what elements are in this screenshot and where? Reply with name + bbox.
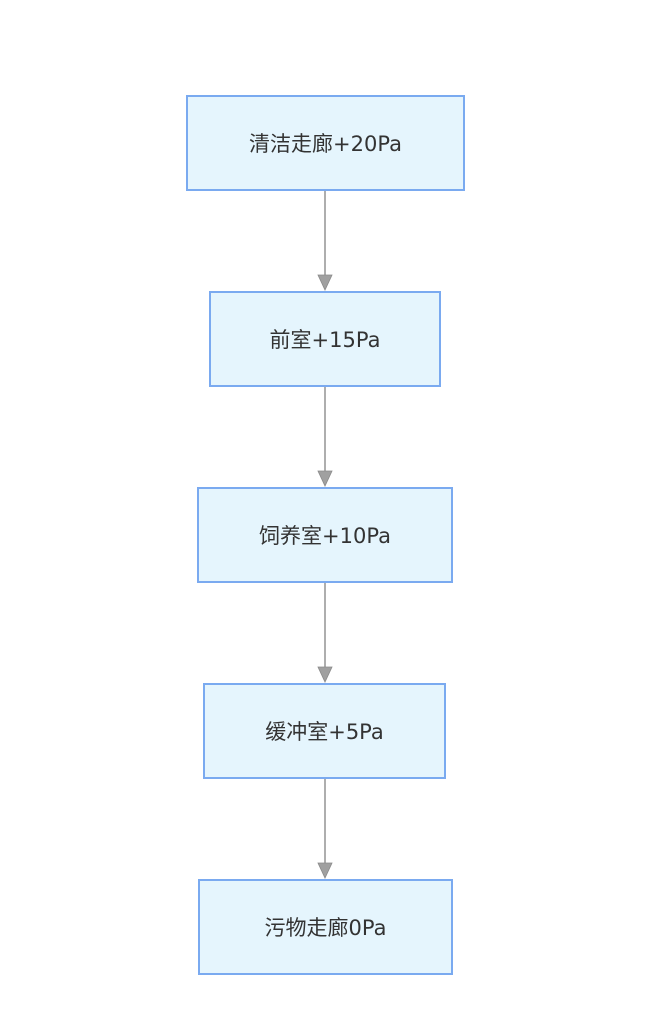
node-buffer-room[interactable]: 缓冲室+5Pa bbox=[203, 683, 446, 779]
node-anteroom[interactable]: 前室+15Pa bbox=[209, 291, 441, 387]
arrowhead-icon bbox=[317, 666, 333, 683]
node-label: 饲养室+10Pa bbox=[259, 524, 391, 548]
edge-n3-n4 bbox=[317, 583, 333, 683]
edge-n4-n5 bbox=[317, 779, 333, 879]
node-dirty-corridor[interactable]: 污物走廊0Pa bbox=[198, 879, 453, 975]
node-label: 前室+15Pa bbox=[269, 328, 381, 352]
node-clean-corridor[interactable]: 清洁走廊+20Pa bbox=[186, 95, 465, 191]
arrowhead-icon bbox=[317, 862, 333, 879]
node-breeding-room[interactable]: 饲养室+10Pa bbox=[197, 487, 453, 583]
edge-n1-n2 bbox=[317, 191, 333, 291]
edge-n2-n3 bbox=[317, 387, 333, 487]
node-label: 清洁走廊+20Pa bbox=[249, 132, 402, 156]
arrowhead-icon bbox=[317, 274, 333, 291]
arrowhead-icon bbox=[317, 470, 333, 487]
node-label: 缓冲室+5Pa bbox=[265, 720, 384, 744]
node-label: 污物走廊0Pa bbox=[264, 916, 387, 940]
